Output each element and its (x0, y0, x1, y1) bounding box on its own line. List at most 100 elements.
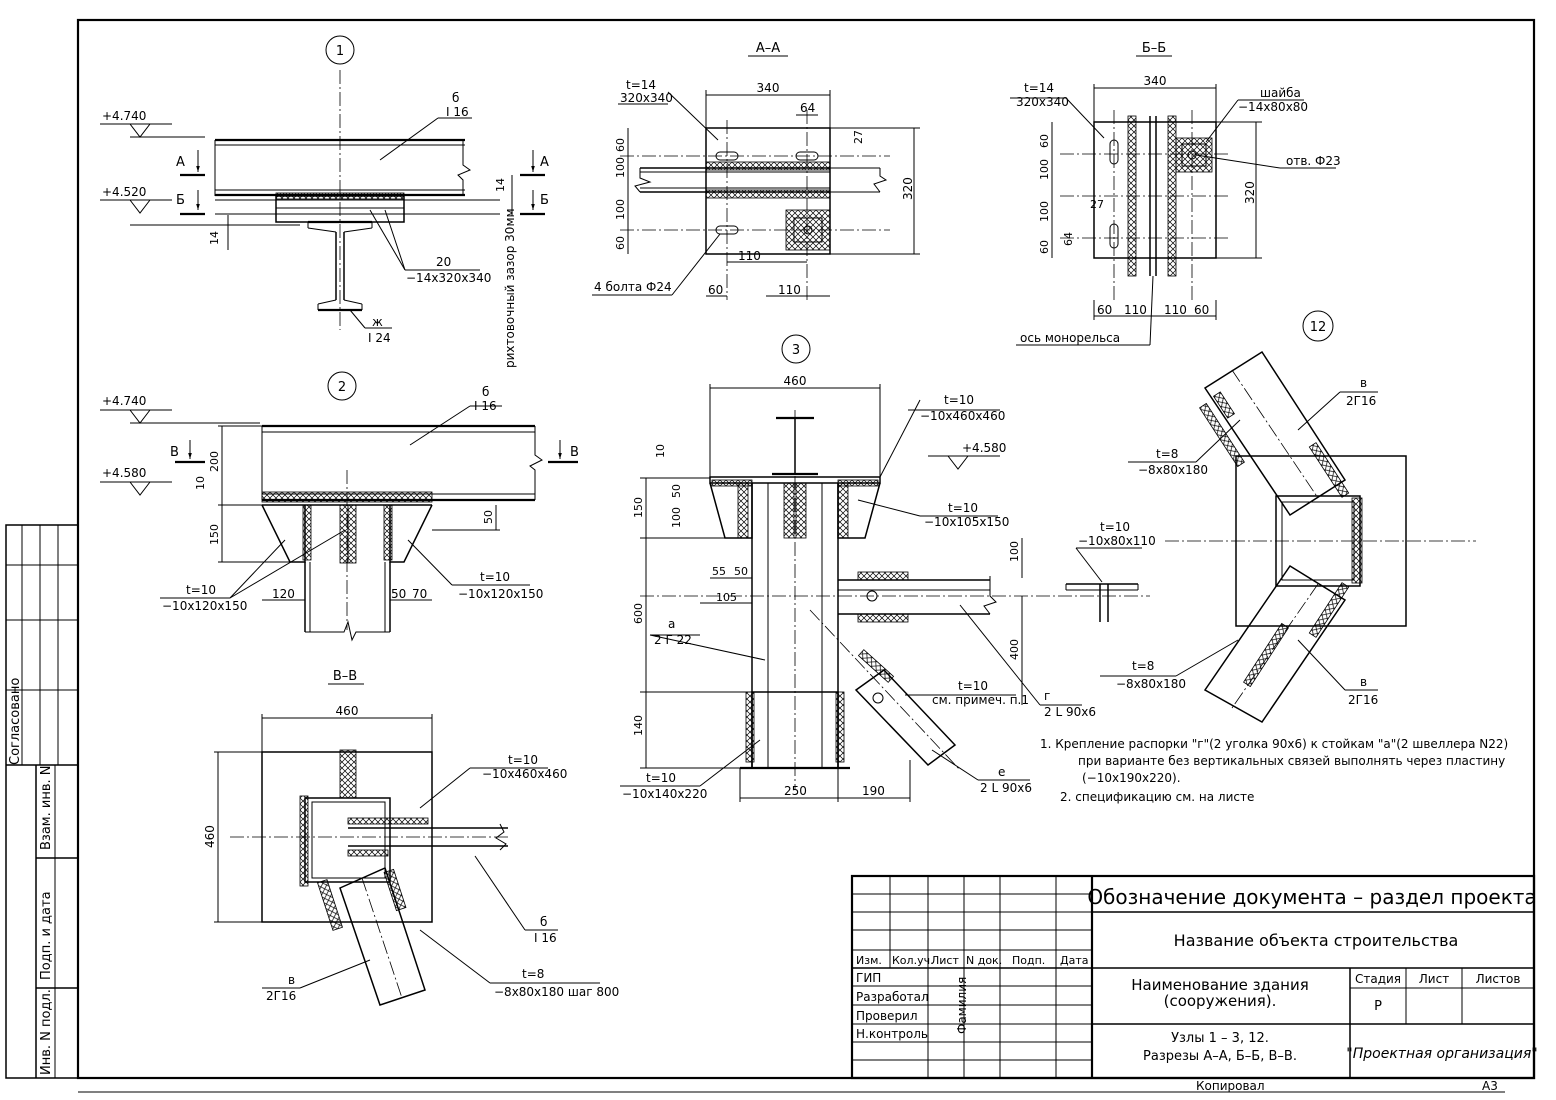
section-vv-strip: −8x80x180 шаг 800 (494, 985, 619, 999)
node-12-strip-bottom: −8x80x180 (1116, 677, 1186, 691)
section-vv-brace-profile: 2Г16 (266, 989, 296, 1003)
node-2-dim-50b: 50 (391, 587, 406, 601)
node-3-strut-mark: г (1044, 689, 1050, 703)
node-2-number: 2 (338, 380, 346, 395)
node-12-brace-top-mark: в (1360, 376, 1367, 390)
section-bb: Б–Б 340 320 60 100 100 60 27 64 (1010, 41, 1341, 346)
tb-stage-label: Стадия (1355, 972, 1401, 986)
tb-col-list: Лист (931, 954, 959, 967)
notes: 1. Крепление распорки "г"(2 уголка 90х6)… (1040, 737, 1508, 804)
tb-col-kol: Кол.уч. (892, 954, 934, 967)
tb-col-ndok: N док. (966, 954, 1002, 967)
node-2-rib-left: −10x120x150 (162, 599, 247, 613)
tb-sheet-title-2: Разрезы А–А, Б–Б, В–В. (1143, 1049, 1297, 1064)
section-bb-dim-64: 64 (1062, 232, 1075, 246)
note-2: 2. спецификацию см. на листе (1060, 790, 1254, 804)
node-2-elev-bottom: +4.580 (102, 466, 146, 480)
node-3-brace-profile: 2 L 90x6 (980, 781, 1032, 795)
node-12-strip-bottom-t: t=8 (1132, 659, 1154, 673)
node-1-gap-note: рихтовочный зазор 30мм (503, 208, 517, 368)
section-vv-strip-t: t=8 (522, 967, 544, 981)
tb-building-name-1: Наименование здания (1131, 976, 1308, 994)
tb-col-data: Дата (1060, 954, 1088, 967)
section-bb-title: Б–Б (1142, 41, 1166, 56)
section-aa-dim-left-2: 100 (614, 199, 627, 220)
tb-sheet-label: Лист (1419, 972, 1449, 986)
node-3-dim-100: 100 (1008, 541, 1021, 562)
section-bb-plate-t: t=14 (1024, 81, 1054, 95)
node-3: 3 460 (620, 334, 1156, 802)
section-vv-dim-460-v: 460 (203, 825, 217, 848)
section-bb-dim-bottom-2: 110 (1164, 303, 1187, 317)
section-aa-dim-110-a: 110 (738, 249, 761, 263)
node-1-weld-20: 20 (436, 255, 451, 269)
section-aa-title: А–А (756, 41, 780, 56)
node-3-gusset: −10x80x110 (1078, 534, 1156, 548)
note-1-line-3: (−10х190х220). (1082, 771, 1181, 785)
section-aa-plate-size: 320x340 (620, 91, 673, 105)
tb-stage-value: Р (1374, 999, 1382, 1014)
node-12-number: 12 (1310, 320, 1327, 335)
section-bb-dim-left-1: 100 (1038, 159, 1051, 180)
section-aa-plate-t: t=14 (626, 78, 656, 92)
node-3-plate-note: см. примеч. п.1 (932, 693, 1029, 707)
section-aa-dim-340: 340 (757, 81, 780, 95)
section-bb-dim-bottom-3: 60 (1194, 303, 1209, 317)
node-2-dim-10: 10 (194, 476, 207, 490)
section-vv: В–В 460 460 t=10 −10x460x460 б (203, 669, 619, 1006)
section-vv-plate-t: t=10 (508, 753, 538, 767)
side-agreed: Согласовано (8, 678, 23, 765)
node-1-cut-a-left: А (176, 155, 185, 170)
node-1-plate: −14x320x340 (406, 271, 491, 285)
node-3-col-mark: а (668, 617, 675, 631)
node-3-elev: +4.580 (962, 441, 1006, 455)
node-3-rib: −10x105x150 (924, 515, 1009, 529)
section-vv-title: В–В (333, 669, 357, 684)
section-aa-dim-left-0: 60 (614, 138, 627, 152)
tb-surname: Фамилия (955, 977, 969, 1034)
section-vv-beam-profile: I 16 (534, 931, 557, 945)
node-2-cut-right: В (570, 445, 579, 460)
node-3-dim-left-2: 50 (670, 484, 683, 498)
section-bb-dim-27: 27 (1090, 198, 1104, 211)
node-2-dim-70: 70 (412, 587, 427, 601)
node-2: 2 +4.740 +4.580 В В (100, 371, 579, 642)
tb-role-nkontrol: Н.контроль (856, 1027, 928, 1041)
node-3-dim-190: 190 (862, 784, 885, 798)
node-2-dim-120: 120 (272, 587, 295, 601)
section-bb-hole: отв. Ф23 (1286, 154, 1341, 168)
node-3-bottom-t: t=10 (646, 771, 676, 785)
tb-role-prover: Проверил (856, 1009, 918, 1023)
node-1-cut-a-right: А (540, 155, 549, 170)
node-1-dim-14-right: 14 (494, 178, 507, 192)
section-bb-rail-axis: ось монорельса (1020, 331, 1120, 345)
section-bb-dim-320: 320 (1243, 181, 1257, 204)
node-3-dim-250: 250 (784, 784, 807, 798)
node-12-strip-top: −8x80x180 (1138, 463, 1208, 477)
tb-doc-code: Обозначение документа – раздел проекта (1087, 885, 1536, 909)
node-3-dim-left-5: 140 (632, 715, 645, 736)
section-aa-dim-left-1: 100 (614, 157, 627, 178)
node-3-number: 3 (792, 343, 800, 358)
node-2-cut-left: В (170, 445, 179, 460)
node-2-rib-right: −10x120x150 (458, 587, 543, 601)
section-vv-plate: −10x460x460 (482, 767, 567, 781)
section-bb-dim-left-3: 60 (1038, 240, 1051, 254)
node-1-dim-14-left: 14 (208, 231, 221, 245)
node-1-beam-mark: б (452, 91, 459, 105)
node-3-col-profile: 2 Г 22 (654, 633, 692, 647)
node-3-brace-mark: е (998, 765, 1005, 779)
tb-sheet-title-1: Узлы 1 – 3, 12. (1171, 1031, 1269, 1046)
section-bb-washer: шайба (1260, 86, 1301, 100)
node-3-dim-left-0: 10 (654, 444, 667, 458)
node-1-col-profile: I 24 (368, 331, 391, 345)
node-2-dim-50: 50 (482, 510, 495, 524)
section-bb-dim-left-0: 60 (1038, 134, 1051, 148)
section-aa-dim-320: 320 (901, 177, 915, 200)
node-3-dim-left-1: 150 (632, 497, 645, 518)
title-block: Изм. Кол.уч. Лист N док. Подп. Дата ГИП … (850, 874, 1538, 1093)
note-1-line-2: при варианте без вертикальных связей вып… (1078, 754, 1505, 768)
node-1-beam-profile: I 16 (446, 105, 469, 119)
node-1-col-mark: ж (372, 315, 383, 329)
